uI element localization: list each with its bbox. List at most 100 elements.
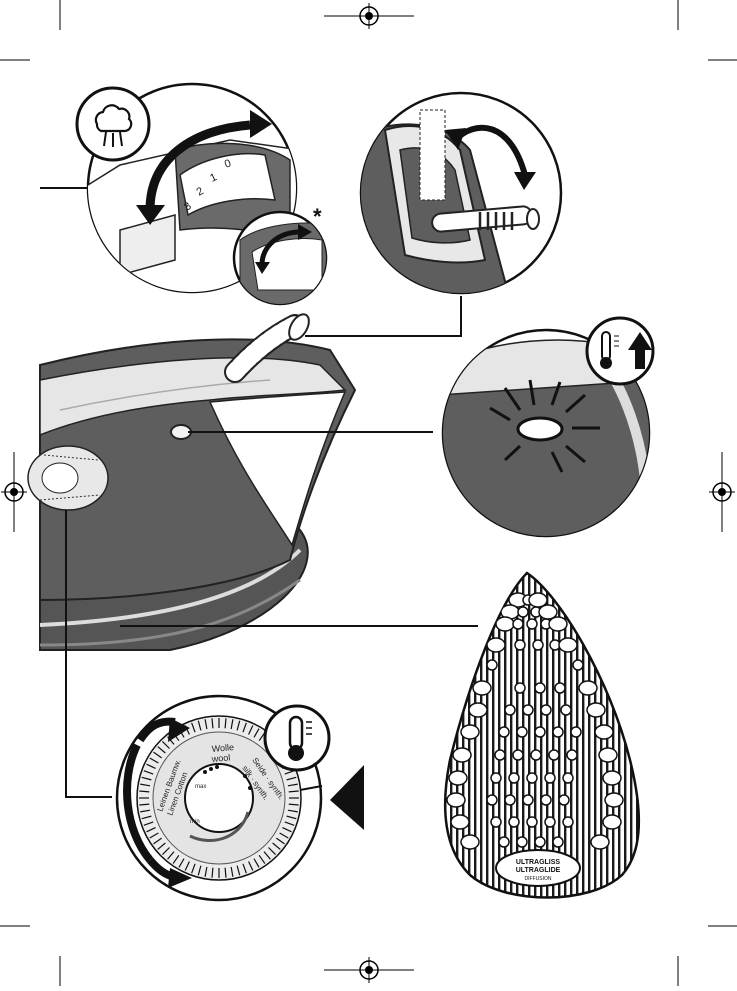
steam-hole — [532, 639, 544, 651]
steam-hole — [590, 834, 610, 850]
steam-hole — [540, 794, 552, 806]
cord-swivel-detail — [359, 91, 563, 295]
steam-hole — [504, 704, 516, 716]
logo-line-1: ULTRAGLISS — [516, 859, 561, 866]
steam-hole — [598, 747, 618, 763]
dial-tick — [211, 718, 214, 729]
steam-hole — [490, 772, 502, 784]
rotate-arrow — [145, 120, 251, 211]
temperature-rising-icon — [585, 316, 655, 386]
dial-tick — [191, 722, 196, 733]
cord-guard — [224, 313, 310, 383]
steam-hole — [498, 836, 510, 848]
dial-tick — [162, 741, 170, 749]
steam-hole — [534, 682, 546, 694]
steam-hole — [526, 816, 538, 828]
steam-hole — [522, 704, 534, 716]
steam-hole — [508, 816, 520, 828]
steam-hole — [495, 616, 515, 632]
soleplate: ULTRAGLISS ULTRAGLIDE DIFFUSION — [443, 571, 641, 899]
steam-hole — [508, 772, 520, 784]
dial-tick — [272, 842, 281, 850]
dial-tick — [253, 728, 260, 738]
steam-hole — [512, 749, 524, 761]
iron-body — [27, 338, 357, 651]
dial-tick — [284, 821, 295, 826]
dial-tick — [236, 865, 241, 876]
steam-hole — [548, 749, 560, 761]
steam-hole — [460, 834, 480, 850]
steam-hole — [512, 618, 524, 630]
steam-hole — [534, 726, 546, 738]
dial-tick — [230, 719, 234, 730]
dial-tick — [143, 821, 154, 826]
dial-tick — [230, 866, 234, 877]
steam-hole — [526, 772, 538, 784]
steam-hole — [554, 682, 566, 694]
steam-hole — [602, 770, 622, 786]
registration-target-bottom — [356, 957, 382, 983]
steam-level-1: 1 — [208, 171, 219, 184]
steam-hole — [460, 724, 480, 740]
registration-target-left — [1, 479, 27, 505]
dial-tick — [204, 719, 208, 730]
steam-hole — [530, 749, 542, 761]
optional-asterisk: * — [313, 204, 322, 229]
dial-tick — [184, 861, 190, 871]
dial-tick — [157, 842, 166, 850]
steam-hole — [486, 637, 506, 653]
dial-tick — [248, 861, 254, 871]
dial-tick — [157, 746, 166, 754]
steam-icon — [75, 86, 151, 162]
dial-tick — [146, 827, 156, 833]
dial-tick — [263, 851, 271, 860]
logo-line-3: DIFFUSION — [525, 876, 552, 882]
steam-level-3: 3 — [182, 200, 194, 213]
steam-hole — [522, 794, 534, 806]
steam-hole — [486, 659, 498, 671]
fabric-wool-de: Wolle — [211, 742, 234, 754]
steam-hole — [558, 794, 570, 806]
dial-tick — [286, 815, 297, 820]
steam-hole — [544, 772, 556, 784]
steam-level-2: 2 — [195, 185, 206, 198]
temperature-dial-detail: Wolle wool Seide · synth. silk · synth. … — [115, 694, 331, 902]
thermometer-icon — [263, 704, 331, 772]
steam-hole — [570, 726, 582, 738]
steam-hole — [516, 726, 528, 738]
registration-target-top — [356, 3, 382, 29]
steam-control-inset: * — [232, 204, 328, 306]
dial-tick — [149, 832, 159, 839]
dial-tick — [211, 867, 214, 878]
dial-tick — [248, 725, 254, 735]
steam-hole — [578, 680, 598, 696]
dial-tick — [172, 854, 180, 864]
steam-hole — [552, 836, 564, 848]
steam-hole — [494, 749, 506, 761]
dial-tick — [279, 832, 289, 839]
steam-hole — [548, 616, 568, 632]
dial-min: min — [190, 819, 200, 825]
steam-hole — [566, 749, 578, 761]
steam-hole — [594, 724, 614, 740]
fabric-wool-en: wool — [210, 752, 230, 764]
steam-hole — [534, 836, 546, 848]
dial-tick — [268, 847, 276, 855]
steam-hole — [544, 816, 556, 828]
dial-tick — [258, 854, 266, 864]
dial-tick — [191, 863, 196, 874]
dial-tick — [149, 757, 159, 764]
steam-hole — [517, 606, 529, 618]
pointer-triangle — [330, 765, 364, 830]
steam-hole — [514, 682, 526, 694]
dial-tick — [139, 803, 150, 806]
dial-tick — [162, 847, 170, 855]
steam-level-0: 0 — [223, 157, 233, 170]
dial-tick — [253, 858, 260, 868]
dial-tick — [286, 776, 297, 781]
steam-hole — [586, 702, 606, 718]
dial-tick — [236, 720, 241, 731]
callout-lines — [40, 187, 478, 798]
dial-tick — [287, 783, 298, 787]
